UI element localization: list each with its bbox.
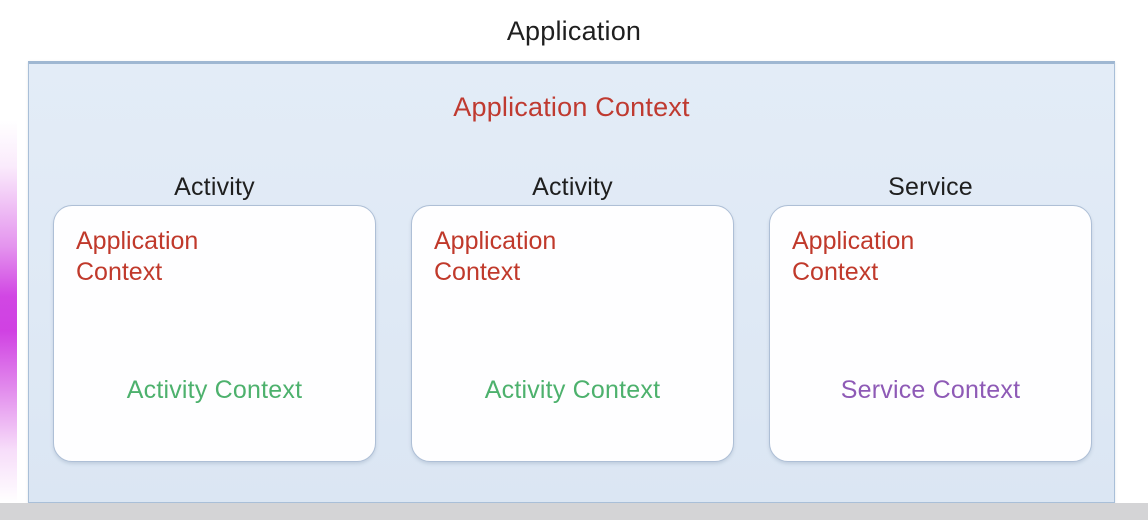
card-application-context-label: Application Context (434, 227, 557, 287)
card-body: Application Context Activity Context (53, 205, 376, 462)
card-local-context-label: Service Context (840, 376, 1021, 404)
card-application-context-label: Application Context (76, 227, 199, 287)
card-header: Activity (174, 173, 255, 201)
component-card-service: Service Application Context Service Cont… (769, 169, 1092, 462)
card-local-context-label: Activity Context (126, 376, 303, 404)
card-body: Application Context Service Context (769, 205, 1092, 462)
card-application-context-label: Application Context (792, 227, 915, 287)
card-header: Service (888, 173, 973, 201)
card-body: Application Context Activity Context (411, 205, 734, 462)
component-card-activity-2: Activity Application Context Activity Co… (411, 169, 734, 462)
card-header: Activity (532, 173, 613, 201)
application-context-label: Application Context (453, 92, 690, 122)
component-card-activity-1: Activity Application Context Activity Co… (53, 169, 376, 462)
card-local-context-label: Activity Context (484, 376, 661, 404)
application-panel: Application Context Activity Application… (28, 61, 1115, 503)
left-edge-gradient-strip (0, 120, 17, 503)
component-card-row: Activity Application Context Activity Co… (53, 169, 1092, 487)
bottom-bar (0, 503, 1148, 520)
page-title: Application (506, 16, 642, 46)
